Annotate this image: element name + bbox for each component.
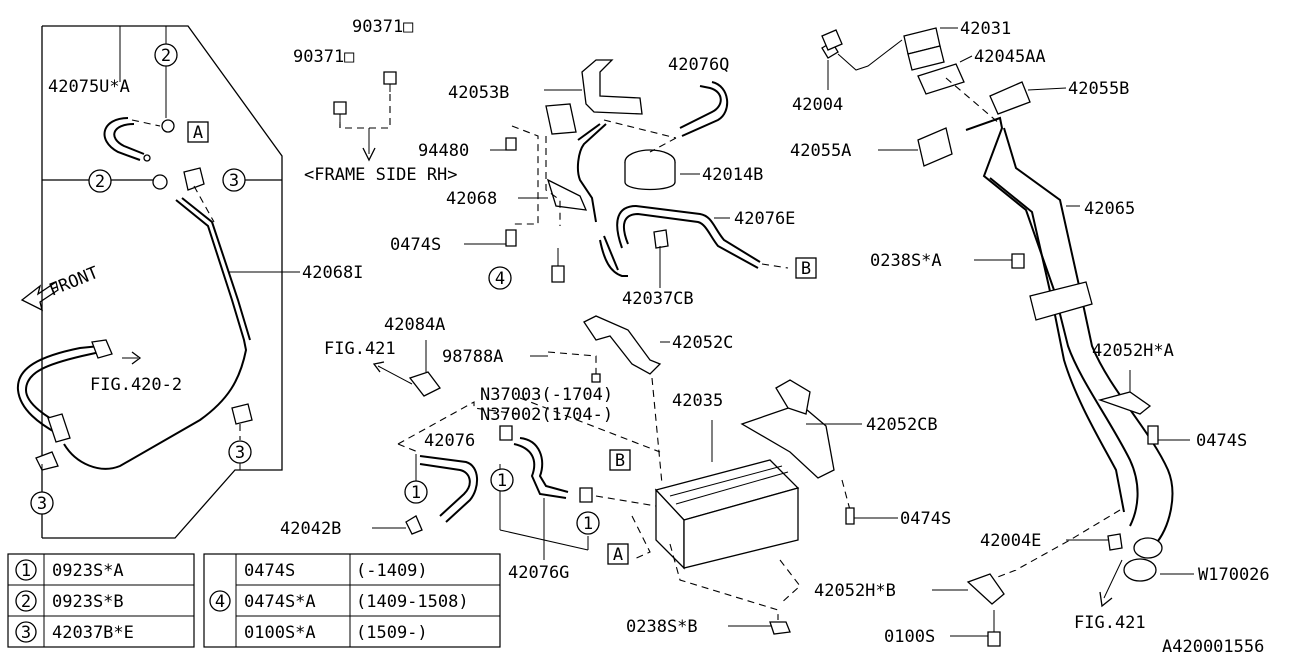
callout-4 — [488, 266, 512, 290]
legend-left-num-1: 1 — [21, 561, 31, 581]
callout-3-right — [228, 440, 252, 464]
legend-right-range-2: (1409-1508) — [356, 592, 469, 612]
label-0474s-a: 0474S — [390, 235, 441, 255]
label-front: FRONT — [46, 263, 101, 301]
callout-1-a-text: 1 — [411, 483, 421, 503]
callout-2-left — [88, 169, 112, 193]
label-42075u: 42075U*A — [48, 77, 130, 97]
ref-box-a-left — [187, 121, 209, 143]
legend-right-num: 4 — [215, 592, 225, 612]
callout-2-top-text: 2 — [161, 46, 171, 66]
callout-3-top-text: 3 — [229, 171, 239, 191]
label-42055a: 42055A — [790, 141, 851, 161]
label-fig420-2[interactable]: FIG.420-2 — [90, 375, 182, 395]
legend-right-range-1: (-1409) — [356, 561, 428, 581]
ref-box-a-mid-text: A — [613, 545, 623, 565]
legend-right-range-3: (1509-) — [356, 623, 428, 643]
label-fig421-b[interactable]: FIG.421 — [1074, 613, 1146, 633]
label-42052ha: 42052H*A — [1092, 341, 1174, 361]
ref-box-b-mid-text: B — [615, 451, 625, 471]
label-n37003: N37003(-1704) — [480, 385, 613, 405]
ref-box-a-mid — [607, 543, 629, 565]
callout-1-c — [576, 511, 600, 535]
callouts: 2 2 3 3 3 4 1 1 1 A B B A — [30, 43, 817, 565]
label-w170026: W170026 — [1198, 565, 1270, 585]
callout-2-left-text: 2 — [95, 172, 105, 192]
ref-box-b-top-text: B — [801, 259, 811, 279]
callout-3-right-text: 3 — [235, 443, 245, 463]
label-42076q: 42076Q — [668, 55, 729, 75]
callout-1-a — [404, 480, 428, 504]
label-42076: 42076 — [424, 431, 475, 451]
label-42076g: 42076G — [508, 563, 569, 583]
legend-left-num-2: 2 — [21, 592, 31, 612]
label-42031: 42031 — [960, 19, 1011, 39]
legend-right-part-3: 0100S*A — [244, 623, 316, 643]
legend-right-part-2: 0474S*A — [244, 592, 316, 612]
callout-4-text: 4 — [495, 269, 505, 289]
label-42052hb: 42052H*B — [814, 581, 896, 601]
center-lower-assembly — [372, 315, 855, 635]
label-fig421-a[interactable]: FIG.421 — [324, 339, 396, 359]
label-frame-side: <FRAME SIDE RH> — [304, 165, 458, 185]
label-42065: 42065 — [1084, 199, 1135, 219]
ref-box-a-left-text: A — [193, 123, 203, 143]
legend-right-part-1: 0474S — [244, 561, 295, 581]
label-42014b: 42014B — [702, 165, 763, 185]
label-42037cb: 42037CB — [622, 289, 694, 309]
label-94480: 94480 — [418, 141, 469, 161]
label-42076e: 42076E — [734, 209, 795, 229]
legend-left-part-3: 42037B*E — [52, 623, 134, 643]
callout-1-b-text: 1 — [497, 471, 507, 491]
legend-left-part-2: 0923S*B — [52, 592, 124, 612]
callout-3-bottom-text: 3 — [37, 494, 47, 514]
label-42068: 42068 — [446, 189, 497, 209]
label-42042b: 42042B — [280, 519, 341, 539]
label-0474s-c: 0474S — [900, 509, 951, 529]
leader-lines — [228, 27, 1194, 637]
right-assembly — [821, 27, 1174, 647]
diagram-id: A420001556 — [1162, 637, 1264, 653]
label-42053b: 42053B — [448, 83, 509, 103]
label-42045aa: 42045AA — [974, 47, 1046, 67]
label-n37002: N37002(1704-) — [480, 405, 613, 425]
callout-1-c-text: 1 — [583, 514, 593, 534]
callout-1-b — [490, 468, 514, 492]
label-42055b: 42055B — [1068, 79, 1129, 99]
callout-3-bottom — [30, 491, 54, 515]
label-0238s-b: 0238S*B — [626, 617, 698, 637]
legend-left: 1 2 3 0923S*A 0923S*B 42037B*E — [7, 553, 195, 648]
label-42052cb: 42052CB — [866, 415, 938, 435]
left-assembly — [16, 25, 283, 539]
label-42052c: 42052C — [672, 333, 733, 353]
label-0474s-b: 0474S — [1196, 431, 1247, 451]
label-90371-b: 90371□ — [293, 47, 355, 67]
callout-3-top — [222, 168, 246, 192]
label-0238s-a: 0238S*A — [870, 251, 942, 271]
label-42004: 42004 — [792, 95, 843, 115]
legend-left-num-3: 3 — [21, 623, 31, 643]
part-labels: 90371□ 90371□ 42053B 42076Q 42031 42045A… — [46, 17, 1269, 653]
legend-right: 4 0474S 0474S*A 0100S*A (-1409) (1409-15… — [203, 553, 501, 648]
label-42084a: 42084A — [384, 315, 445, 335]
ref-box-b-top — [795, 257, 817, 279]
label-42004e: 42004E — [980, 531, 1041, 551]
label-90371-a: 90371□ — [352, 17, 414, 37]
label-42035: 42035 — [672, 391, 723, 411]
legend-left-part-1: 0923S*A — [52, 561, 124, 581]
ref-box-b-mid — [609, 449, 631, 471]
label-42068i: 42068I — [302, 263, 363, 283]
label-98788a: 98788A — [442, 347, 503, 367]
label-0100s: 0100S — [884, 627, 935, 647]
callout-2-top — [154, 43, 178, 67]
center-upper-assembly — [333, 59, 789, 283]
